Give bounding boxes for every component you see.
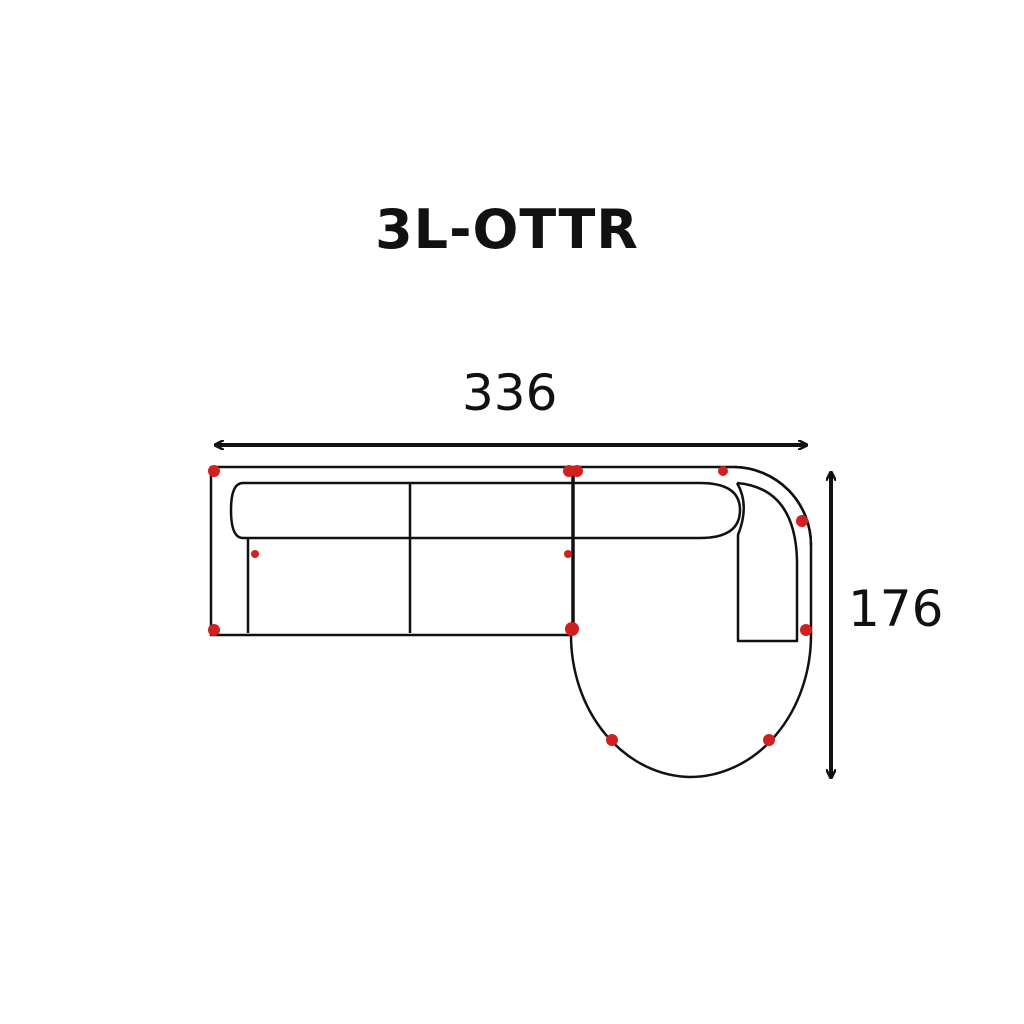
marker-dot: [564, 550, 572, 558]
depth-dimension-label: 176: [848, 580, 944, 638]
marker-dot: [763, 734, 775, 746]
marker-dot: [208, 465, 220, 477]
backrest-cushion: [229, 481, 742, 540]
marker-dot: [571, 465, 583, 477]
connection-markers: [208, 465, 812, 746]
marker-dot: [565, 622, 579, 636]
model-title: 3L-OTTR: [375, 198, 639, 261]
marker-dot: [606, 734, 618, 746]
marker-dot: [251, 550, 259, 558]
marker-dot: [718, 466, 728, 476]
armrest-outer-curve: [734, 465, 813, 546]
sofa-outer-outline: [209, 465, 813, 779]
marker-dot: [800, 624, 812, 636]
width-dimension-label: 336: [462, 364, 558, 422]
armrest-inner: [735, 481, 799, 643]
marker-dot: [208, 624, 220, 636]
marker-dot: [796, 515, 808, 527]
